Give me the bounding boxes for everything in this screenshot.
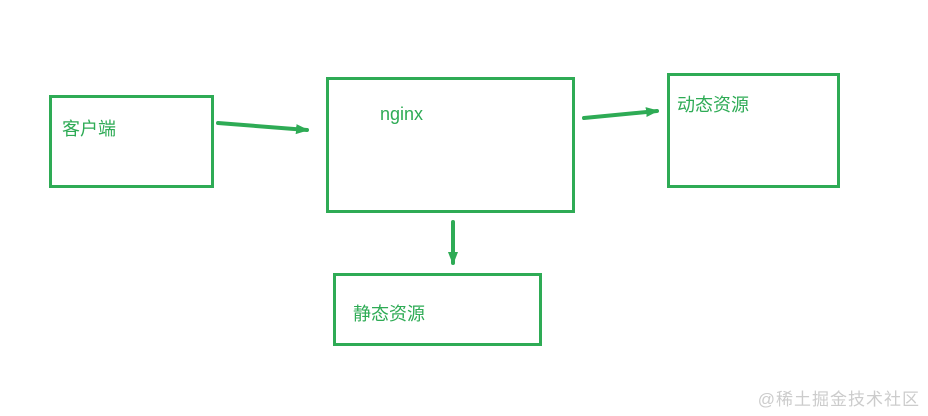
node-dynamic-resources: 动态资源	[667, 73, 840, 188]
node-dynamic-resources-label: 动态资源	[677, 95, 749, 115]
node-client-label: 客户端	[62, 119, 116, 139]
edge-nginx-to-dynamic-arrow	[582, 107, 659, 120]
node-client: 客户端	[49, 95, 214, 188]
node-nginx: nginx	[326, 77, 575, 213]
edge-client-to-nginx-arrow	[216, 121, 309, 135]
node-static-resources: 静态资源	[333, 273, 542, 346]
node-static-resources-label: 静态资源	[353, 304, 425, 324]
watermark: @稀土掘金技术社区	[757, 390, 920, 409]
node-nginx-label: nginx	[380, 104, 424, 124]
